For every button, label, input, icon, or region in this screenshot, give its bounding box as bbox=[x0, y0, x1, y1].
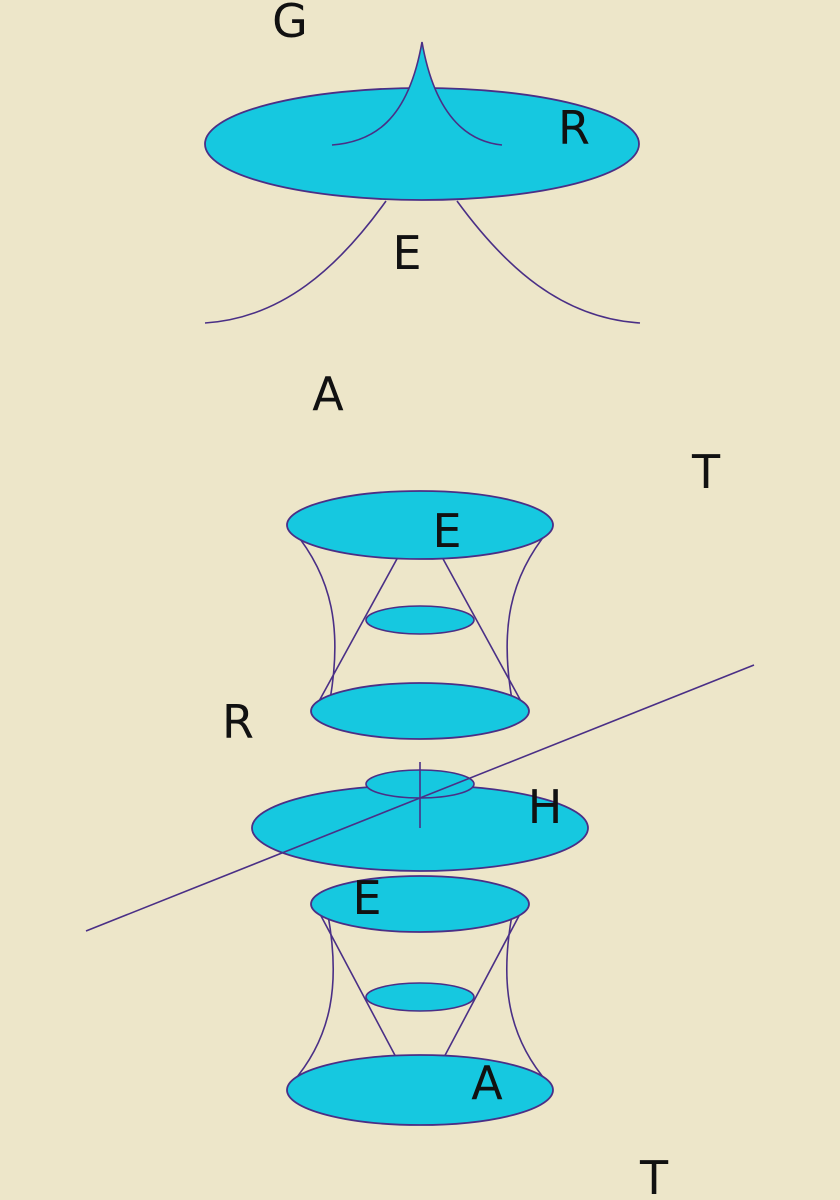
top-skirt-right-curve bbox=[456, 200, 641, 324]
upper-cone-left-line bbox=[317, 556, 399, 704]
lower-small-disc bbox=[365, 982, 475, 1012]
upper-hourglass-left-side bbox=[292, 529, 336, 701]
upper-hourglass bbox=[286, 490, 554, 740]
top-cusp-peak bbox=[331, 41, 503, 146]
lower-cone-left-line bbox=[319, 913, 399, 1062]
upper-hourglass-right-side bbox=[506, 529, 550, 701]
letter-t-upper: T bbox=[691, 445, 721, 499]
diagonal-axis-line bbox=[85, 664, 755, 932]
lower-bottom-disc bbox=[286, 1054, 554, 1126]
lower-hourglass bbox=[286, 875, 554, 1126]
letter-e-lower: E bbox=[352, 871, 382, 925]
upper-cone-right-line bbox=[441, 556, 523, 704]
top-skirt-left-curve bbox=[204, 200, 387, 324]
letter-r-top: R bbox=[558, 101, 590, 155]
letter-t-bottom: T bbox=[639, 1151, 669, 1200]
lower-hourglass-left-side bbox=[291, 914, 335, 1084]
upper-bottom-disc bbox=[310, 682, 530, 740]
top-figure bbox=[204, 41, 641, 324]
letter-e-middle: E bbox=[432, 504, 462, 558]
letter-g: G bbox=[272, 0, 308, 48]
letter-h: H bbox=[527, 780, 563, 834]
letter-r-middle: R bbox=[222, 695, 254, 749]
lower-top-disc bbox=[310, 875, 530, 933]
center-figure bbox=[85, 664, 755, 932]
letter-e-top: E bbox=[392, 226, 422, 280]
upper-top-disc bbox=[286, 490, 554, 560]
letter-a-lower: A bbox=[471, 1056, 503, 1110]
letter-a-upper: A bbox=[312, 367, 344, 421]
upper-small-disc bbox=[365, 605, 475, 635]
lower-hourglass-right-side bbox=[505, 914, 549, 1084]
lower-cone-right-line bbox=[441, 913, 521, 1062]
